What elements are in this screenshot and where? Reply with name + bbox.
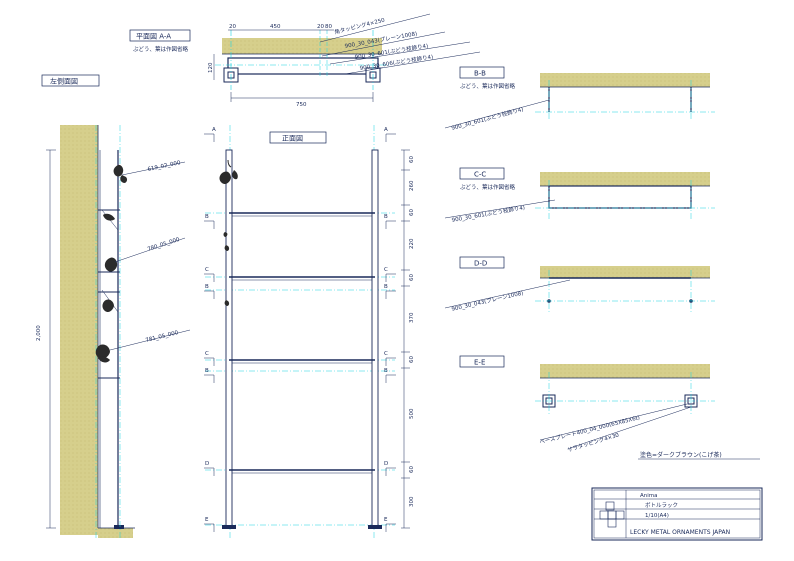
plan-dim-top-2: 450 <box>270 24 281 30</box>
cc-callout: 900_30_601(ぶどう枝飾り4) <box>451 203 526 224</box>
front-dim-8: 500 <box>409 408 415 419</box>
front-section-c-left-1: C <box>205 267 209 273</box>
dd-callout: 900_30_043(プレーン1008) <box>451 290 524 313</box>
front-section-b-right-1: B <box>384 214 388 220</box>
left-side-view: 左側面図 2,000 <box>36 74 191 540</box>
front-dim-1: 60 <box>409 156 415 163</box>
front-dim-9: 60 <box>409 466 415 473</box>
plan-callout-1: 角タッピング4×250 <box>334 16 386 36</box>
front-dim-3: 60 <box>409 209 415 216</box>
color-note: 塗色=ダークブラウン(こげ茶) <box>640 451 722 459</box>
front-grape-leaves <box>219 159 238 306</box>
left-side-title: 左側面図 <box>50 77 78 86</box>
front-section-a-right: A <box>384 127 388 133</box>
plan-note: ぶどう、葉は作図省略 <box>133 45 189 53</box>
front-shelves <box>229 212 375 471</box>
section-cc: C-C ぶどう、葉は作図省略 900_30_601(ぶどう枝飾り4) <box>444 167 715 224</box>
section-dd: D-D 900_30_043(プレーン1008) <box>444 256 715 313</box>
title-company: LECKY METAL ORNAMENTS JAPAN <box>630 529 730 536</box>
title-block: Anima ボトルラック 1/10(A4) LECKY METAL ORNAME… <box>591 487 763 541</box>
plan-dim-bottom: 750 <box>296 102 307 108</box>
plan-wall <box>222 38 382 54</box>
plan-dim-top-3: 20 <box>317 24 324 30</box>
front-section-c-right-2: C <box>384 351 388 357</box>
front-section-c-right-1: C <box>384 267 388 273</box>
bb-title: B-B <box>474 70 486 78</box>
front-section-b-right-2: B <box>384 284 388 290</box>
plan-title-box <box>129 29 191 42</box>
side-grape-leaves <box>95 164 128 363</box>
front-section-a-left: A <box>212 127 216 133</box>
dd-title: D-D <box>474 260 487 268</box>
cc-title: C-C <box>474 171 486 179</box>
front-section-b-left-3: B <box>205 368 209 374</box>
cc-note: ぶどう、葉は作図省略 <box>460 183 516 191</box>
side-floor <box>98 528 133 538</box>
front-dim-7: 60 <box>409 356 415 363</box>
bb-callout: 900_30_601(ぶどう枝飾り4) <box>450 105 524 132</box>
front-title: 正面図 <box>282 135 303 143</box>
side-callout-3: 781_05_000 <box>145 330 179 344</box>
front-section-b-left-1: B <box>205 214 209 220</box>
plan-title: 平面図 A-A <box>136 33 171 41</box>
plan-view: 平面図 A-A ぶどう、葉は作図省略 20 450 20 80 120 750 <box>129 13 481 108</box>
front-dim-10: 300 <box>409 496 415 507</box>
title-client: Anima <box>640 493 658 499</box>
plan-dim-side: 120 <box>208 62 214 73</box>
side-callout-1: 619_02_000 <box>147 160 181 173</box>
side-wall <box>60 125 98 535</box>
plan-dim-top-4: 80 <box>325 24 332 30</box>
front-view: 正面図 <box>204 125 415 540</box>
front-section-e-right: E <box>384 517 388 523</box>
front-section-c-left-2: C <box>205 351 209 357</box>
front-dim-6: 370 <box>409 312 415 323</box>
section-bb: B-B ぶどう、葉は作図省略 900_30_601(ぶどう枝飾り4) <box>444 66 715 132</box>
title-scale: 1/10(A4) <box>645 513 669 519</box>
bb-note: ぶどう、葉は作図省略 <box>460 82 516 90</box>
plan-shelf-frame <box>227 57 379 75</box>
front-dim-2: 260 <box>409 180 415 191</box>
front-section-d-right: D <box>384 461 388 467</box>
front-dim-5: 60 <box>409 274 415 281</box>
section-ee: E-E ベースプレート400_04_000(65X85X6t) サラタッピング4… <box>459 355 715 454</box>
plan-dim-top-1: 20 <box>229 24 236 30</box>
front-section-b-left-2: B <box>205 284 209 290</box>
side-dim-height: 2,000 <box>36 325 42 341</box>
side-callout-2: 780_05_000 <box>147 237 181 253</box>
title-name: ボトルラック <box>645 501 678 509</box>
ee-title: E-E <box>474 359 485 367</box>
front-section-b-right-3: B <box>384 368 388 374</box>
front-section-d-left: D <box>205 461 209 467</box>
front-post-left <box>225 149 233 529</box>
front-section-e-left: E <box>205 517 209 523</box>
front-dim-4: 220 <box>409 238 415 249</box>
front-post-right <box>371 149 379 529</box>
